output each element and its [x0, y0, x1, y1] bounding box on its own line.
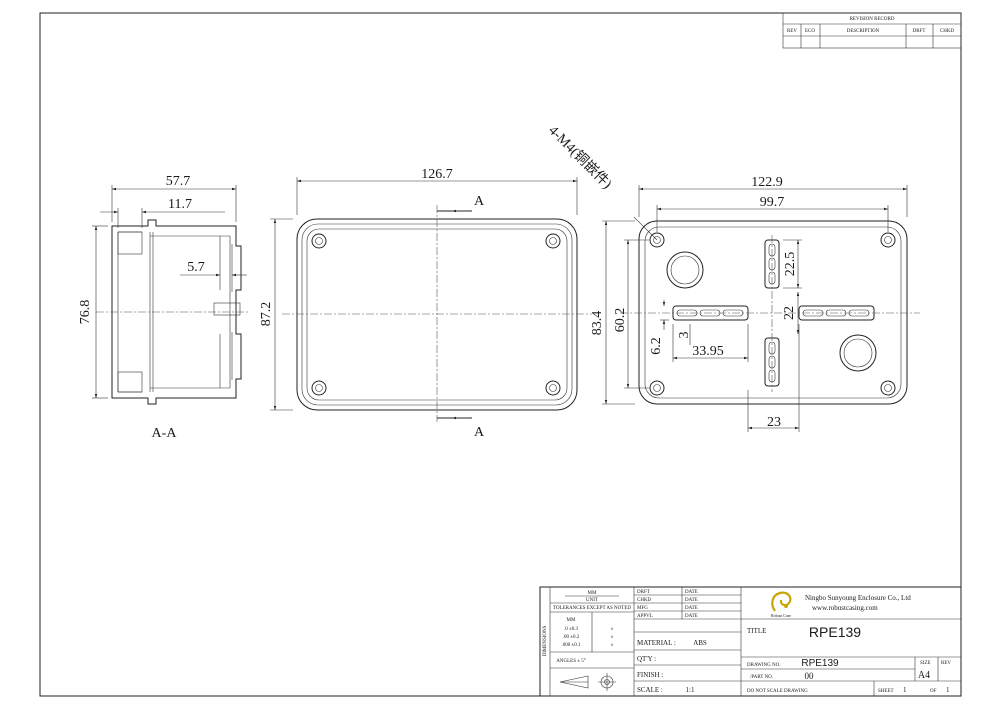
of-label: OF [930, 689, 937, 694]
dim-bottom-pitch-y: 60.2 [613, 308, 628, 333]
sign-chkd: CHKD [637, 598, 652, 603]
tol-3: .000 ±0.1 [562, 643, 581, 648]
tolerance-title: TOLERANCES EXCEPT AS NOTED [553, 606, 631, 611]
dim-section-height: 76.8 [78, 300, 93, 325]
section-label: A-A [152, 426, 178, 441]
units-line1: MM [588, 591, 597, 596]
dim-slot-offset: 6.2 [649, 337, 664, 355]
section-view-a-a: 57.7 11.7 5.7 76.8 A-A [78, 174, 250, 441]
section-marker-top: A [474, 194, 485, 209]
size-label: SIZE [920, 661, 931, 666]
dim-slot-width: 3 [677, 332, 692, 339]
title-block: MM UNIT TOLERANCES EXCEPT AS NOTED MM .0… [539, 586, 962, 697]
material-value: ABS [693, 639, 707, 647]
date-4: DATE [685, 614, 698, 619]
rev-col-description: DESCRIPTION [847, 29, 880, 34]
material-label: MATERIAL : [637, 639, 676, 647]
insert-callout: 4-M4(铜嵌件) [545, 123, 615, 193]
revision-title: REVISION RECORD [850, 17, 895, 22]
dim-top-length: 126.7 [421, 167, 453, 182]
scale-label: SCALE : [637, 686, 663, 694]
sheet-label: SHEET [878, 689, 894, 694]
dim-slot-gap: 22 [782, 306, 797, 320]
dim-slot-x: 23 [767, 415, 781, 430]
date-3: DATE [685, 606, 698, 611]
svg-text:±: ± [611, 627, 614, 632]
company-website: www.robustcasing.com [812, 604, 878, 612]
of-value: 1 [946, 686, 950, 694]
section-marker-bottom: A [474, 425, 485, 440]
rev-label: REV [941, 661, 951, 666]
dim-section-step: 5.7 [187, 260, 205, 275]
qty-label: QT'Y : [637, 655, 656, 663]
part-no-value: 00 [805, 671, 815, 681]
bottom-view: 4-M4(铜嵌件) 122.9 99.7 83.4 60.2 22.5 22 6… [545, 123, 920, 432]
logo-text: Robust Case [771, 613, 791, 618]
scale-value: 1:1 [686, 686, 695, 694]
do-not-scale: DO NOT SCALE DRAWING [747, 689, 808, 694]
units-line2: UNIT [586, 598, 598, 603]
sign-drft: DRFT [637, 590, 650, 595]
angles: ANGLES ± 5° [556, 659, 585, 664]
rev-col-eco: ECO [805, 29, 815, 34]
dimensions-side-label: DIMENSIONS [543, 625, 548, 656]
tol-unit: MM [567, 618, 576, 623]
top-view: A A 126.7 87.2 [259, 167, 592, 440]
dim-section-width: 57.7 [166, 174, 191, 189]
dim-top-width: 87.2 [259, 302, 274, 327]
sign-appvl: APPVL [637, 614, 653, 619]
size-value: A4 [918, 670, 930, 681]
title-value: RPE139 [809, 624, 861, 640]
drawing-no-label: DRAWING NO. [747, 663, 780, 668]
drawing-no-value: RPE139 [801, 658, 839, 669]
rev-col-chkd: CHKD [940, 29, 955, 34]
dim-bottom-height: 83.4 [590, 311, 605, 336]
svg-text:±: ± [611, 635, 614, 640]
sign-mfg: MFG [637, 606, 648, 611]
tol-2: .00 ±0.2 [563, 635, 580, 640]
title-label: TITLE [747, 627, 766, 635]
dim-slot-length: 22.5 [783, 252, 798, 277]
rev-col-rev: REV [787, 29, 797, 34]
sheet-value: 1 [903, 686, 907, 694]
date-1: DATE [685, 590, 698, 595]
part-no-label: /PART NO. [750, 675, 773, 680]
tol-1: .0 ±0.3 [564, 627, 578, 632]
finish-label: FINISH : [637, 671, 663, 679]
dim-bottom-length: 122.9 [751, 175, 783, 190]
dim-section-wall: 11.7 [168, 197, 192, 212]
company-name: Ningbo Sunyoung Enclosure Co., Ltd [805, 594, 911, 602]
sheet-border [39, 12, 962, 697]
company-logo: Robust Case [771, 591, 792, 618]
dim-slot-position: 33.95 [692, 344, 724, 359]
rev-col-drft: DRFT [913, 29, 926, 34]
dim-bottom-pitch-x: 99.7 [760, 195, 785, 210]
svg-text:±: ± [611, 643, 614, 648]
date-2: DATE [685, 598, 698, 603]
revision-block: REVISION RECORD REV ECO DESCRIPTION DRFT… [782, 12, 962, 49]
